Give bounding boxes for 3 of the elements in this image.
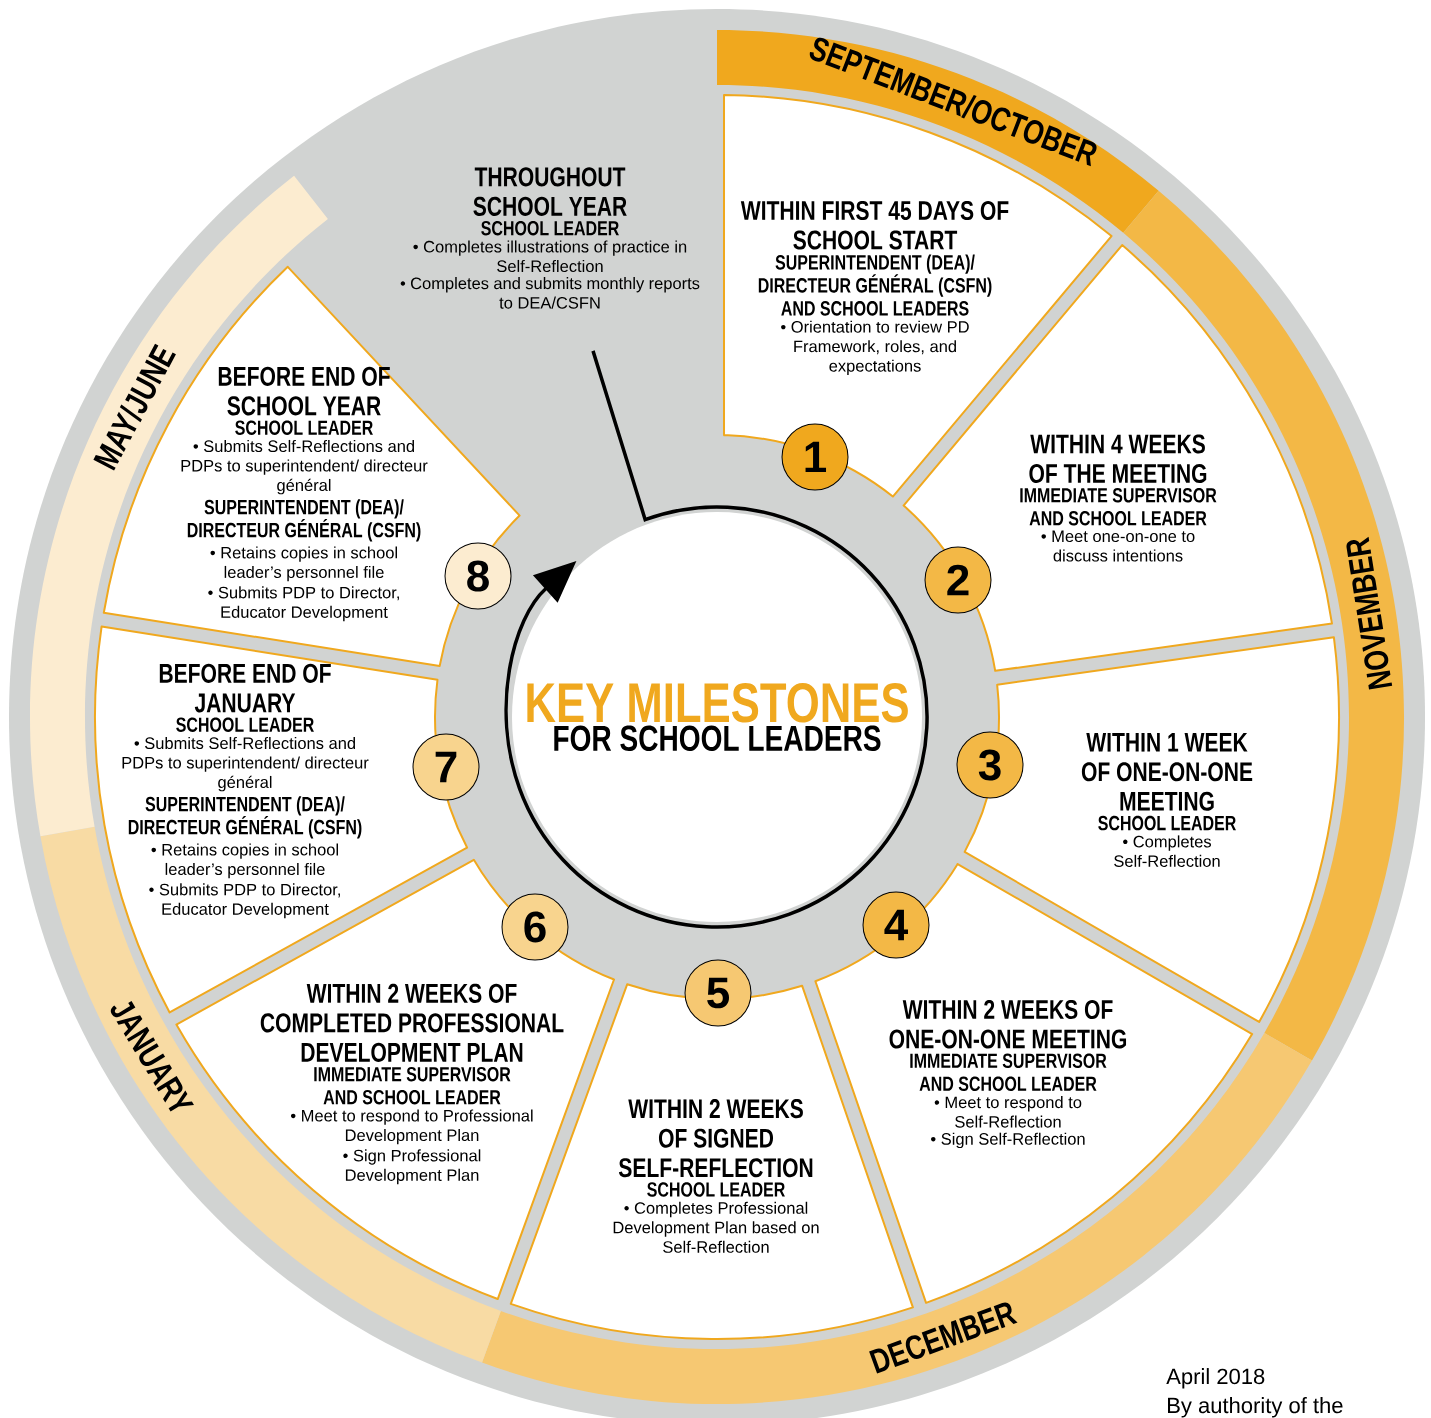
milestone-text: THROUGHOUT SCHOOL YEAR SCHOOL LEADER • Completes illustrations of practice in Self-Reflection • Completes and submits monthly reports to DEA/CSFN (400, 167, 700, 309)
cycle-arrow (504, 350, 929, 929)
footer-text: April 2018 (1166, 1368, 1265, 1389)
